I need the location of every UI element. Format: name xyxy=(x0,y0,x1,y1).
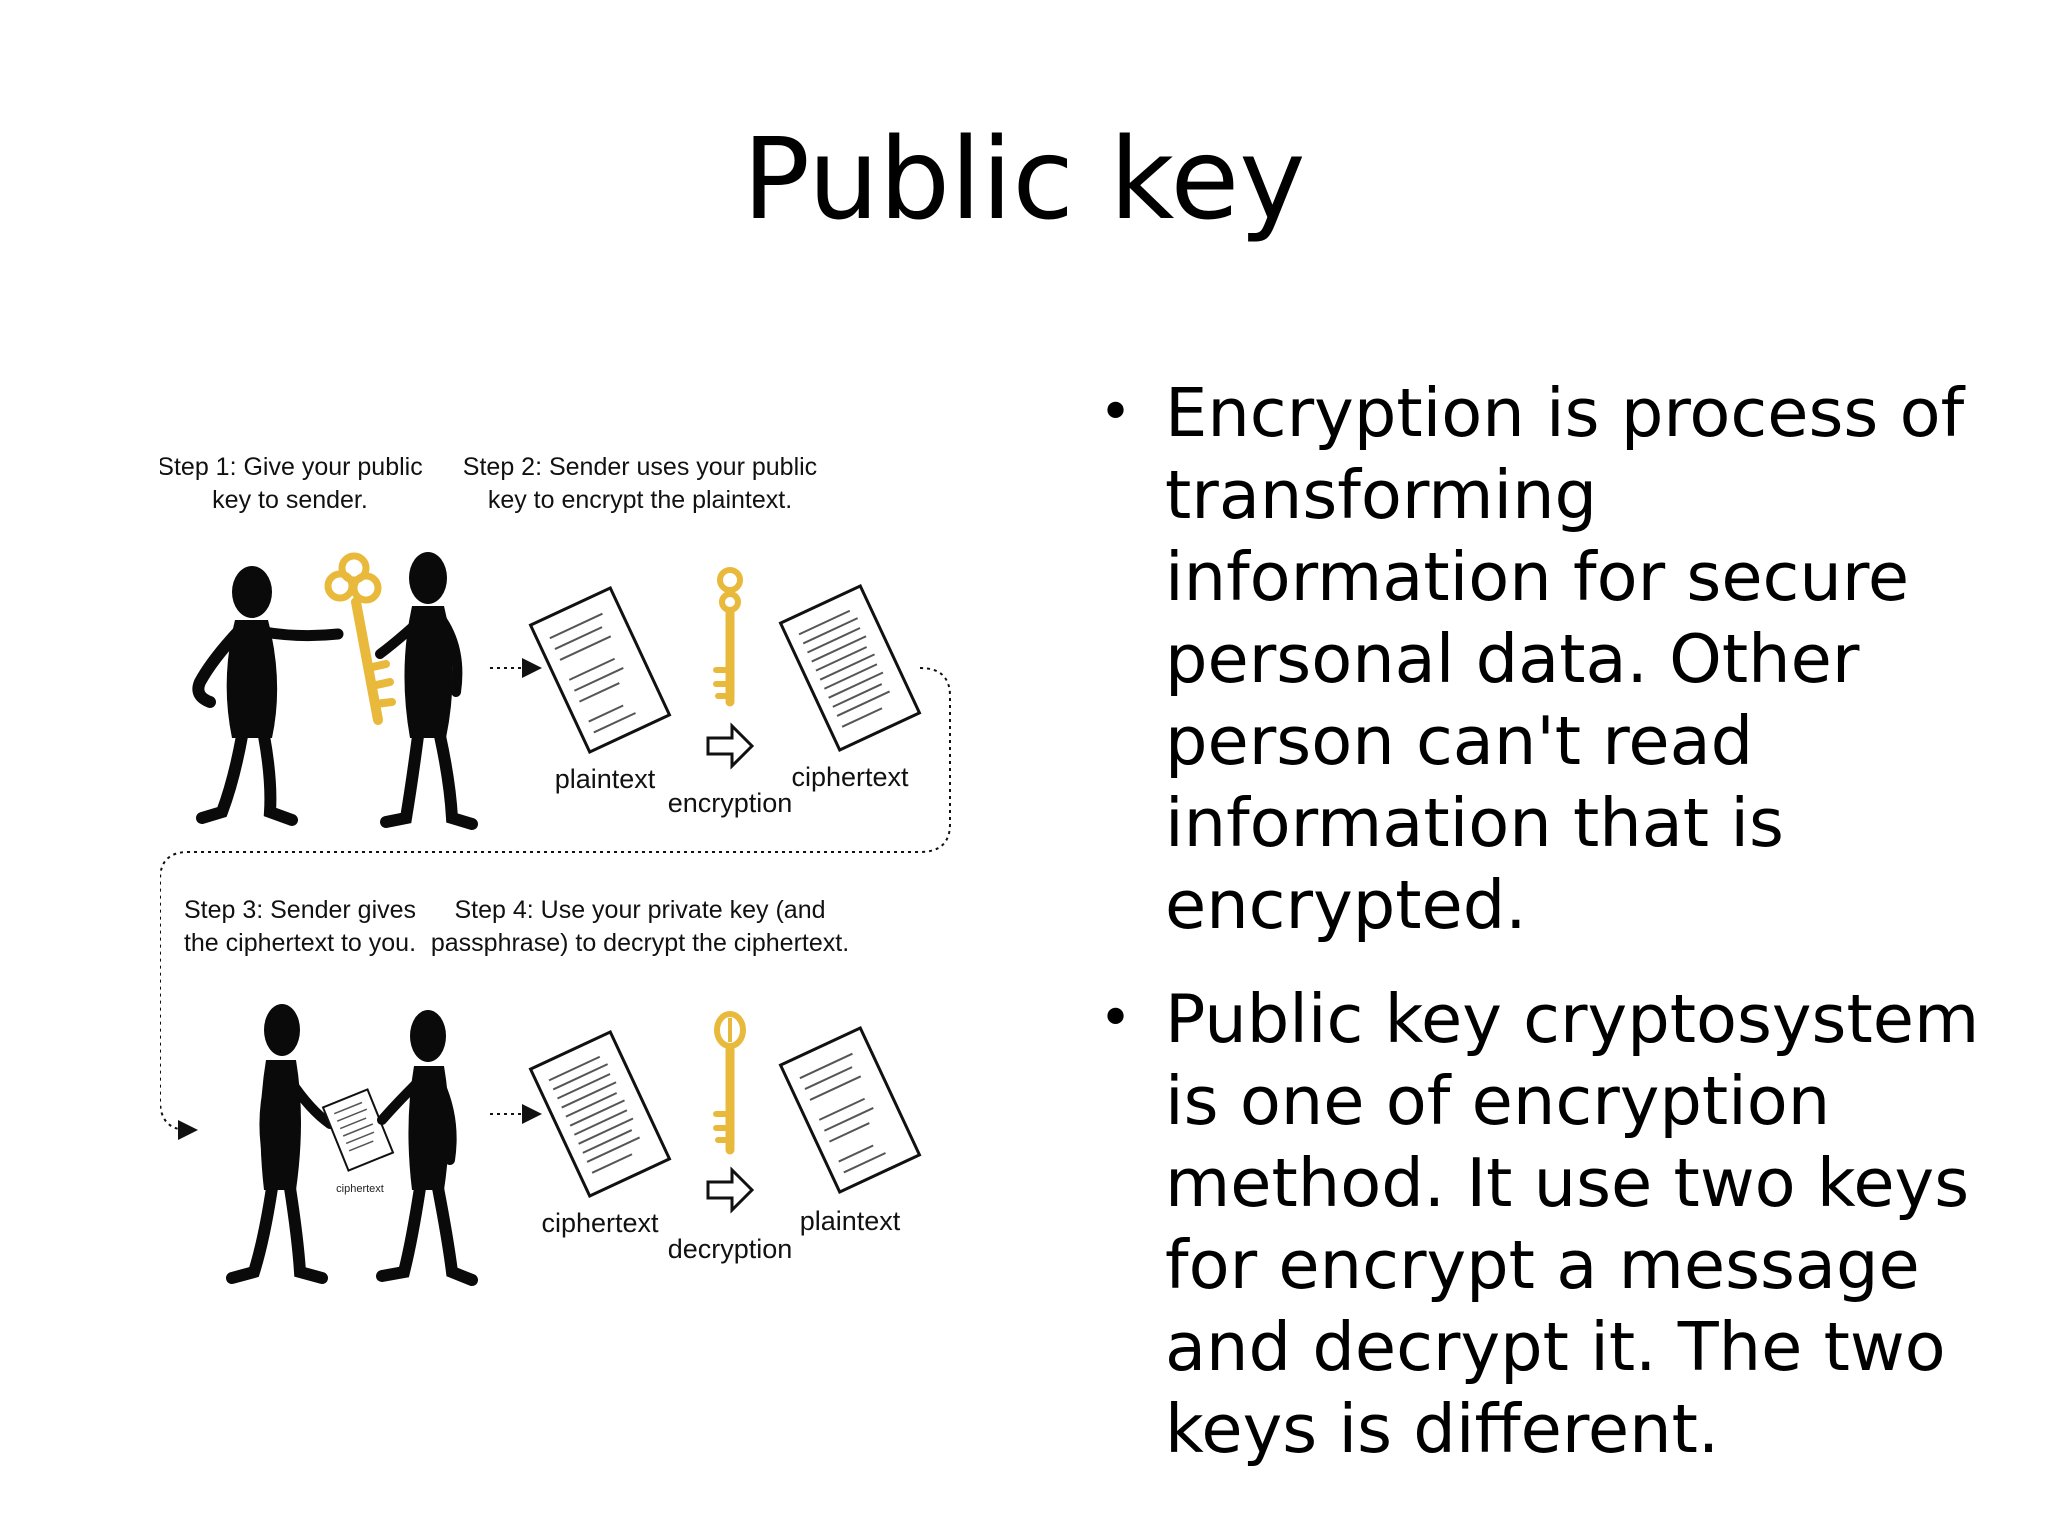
diagram-canvas: Step 1: Give your public key to sender. … xyxy=(160,453,951,1286)
ciphertext-document-icon xyxy=(778,583,922,753)
step3-person-left-icon xyxy=(226,1004,335,1284)
step1-caption-line2: key to sender. xyxy=(212,486,368,514)
bullet-list: • Encryption is process of transforming … xyxy=(1095,372,1995,1502)
plaintext-bottom-document-icon xyxy=(778,1025,922,1195)
ciphertext-small-label: ciphertext xyxy=(336,1183,384,1195)
plaintext-document-icon xyxy=(528,585,672,755)
bullet-text: Public key cryptosystem is one of encryp… xyxy=(1165,980,1980,1468)
step1-person-right-icon xyxy=(375,552,478,830)
encryption-key-icon xyxy=(713,567,743,707)
encryption-arrow-icon xyxy=(706,722,755,770)
step2-caption-line1: Step 2: Sender uses your public xyxy=(463,453,817,481)
bullet-text: Encryption is process of transforming in… xyxy=(1165,374,1965,944)
decryption-arrow-icon xyxy=(706,1166,755,1214)
loop-connector xyxy=(160,667,951,1140)
step3-person-right-icon xyxy=(376,1010,478,1286)
bullet-icon: • xyxy=(1099,380,1133,445)
step3-caption-line1: Step 3: Sender gives xyxy=(184,896,416,924)
decryption-key-icon xyxy=(713,1011,746,1155)
plaintext-top-label: plaintext xyxy=(555,764,656,794)
step1-person-left-icon xyxy=(192,566,344,826)
step1-caption-line1: Step 1: Give your public xyxy=(160,453,423,481)
step4-caption-line1: Step 4: Use your private key (and xyxy=(454,896,825,924)
plaintext-bottom-label: plaintext xyxy=(800,1206,901,1236)
bullet-icon: • xyxy=(1099,986,1133,1051)
step2-caption-line2: key to encrypt the plaintext. xyxy=(488,486,792,514)
encryption-label: encryption xyxy=(668,788,793,818)
ciphertext-bottom-label: ciphertext xyxy=(541,1208,659,1238)
step1-gold-key-icon xyxy=(324,552,396,725)
step3-caption-line2: the ciphertext to you. xyxy=(184,929,416,957)
ciphertext-top-label: ciphertext xyxy=(791,762,909,792)
slide-title: Public key xyxy=(742,115,1306,245)
decryption-label: decryption xyxy=(668,1234,793,1264)
bullet-item: • Public key cryptosystem is one of encr… xyxy=(1095,978,1995,1470)
bullet-item: • Encryption is process of transforming … xyxy=(1095,372,1995,946)
handed-ciphertext-icon xyxy=(321,1088,395,1172)
ciphertext-bottom-document-icon xyxy=(528,1029,672,1199)
public-key-diagram: Step 1: Give your public key to sender. … xyxy=(160,420,1000,1320)
step4-caption-line2: passphrase) to decrypt the ciphertext. xyxy=(431,929,849,957)
